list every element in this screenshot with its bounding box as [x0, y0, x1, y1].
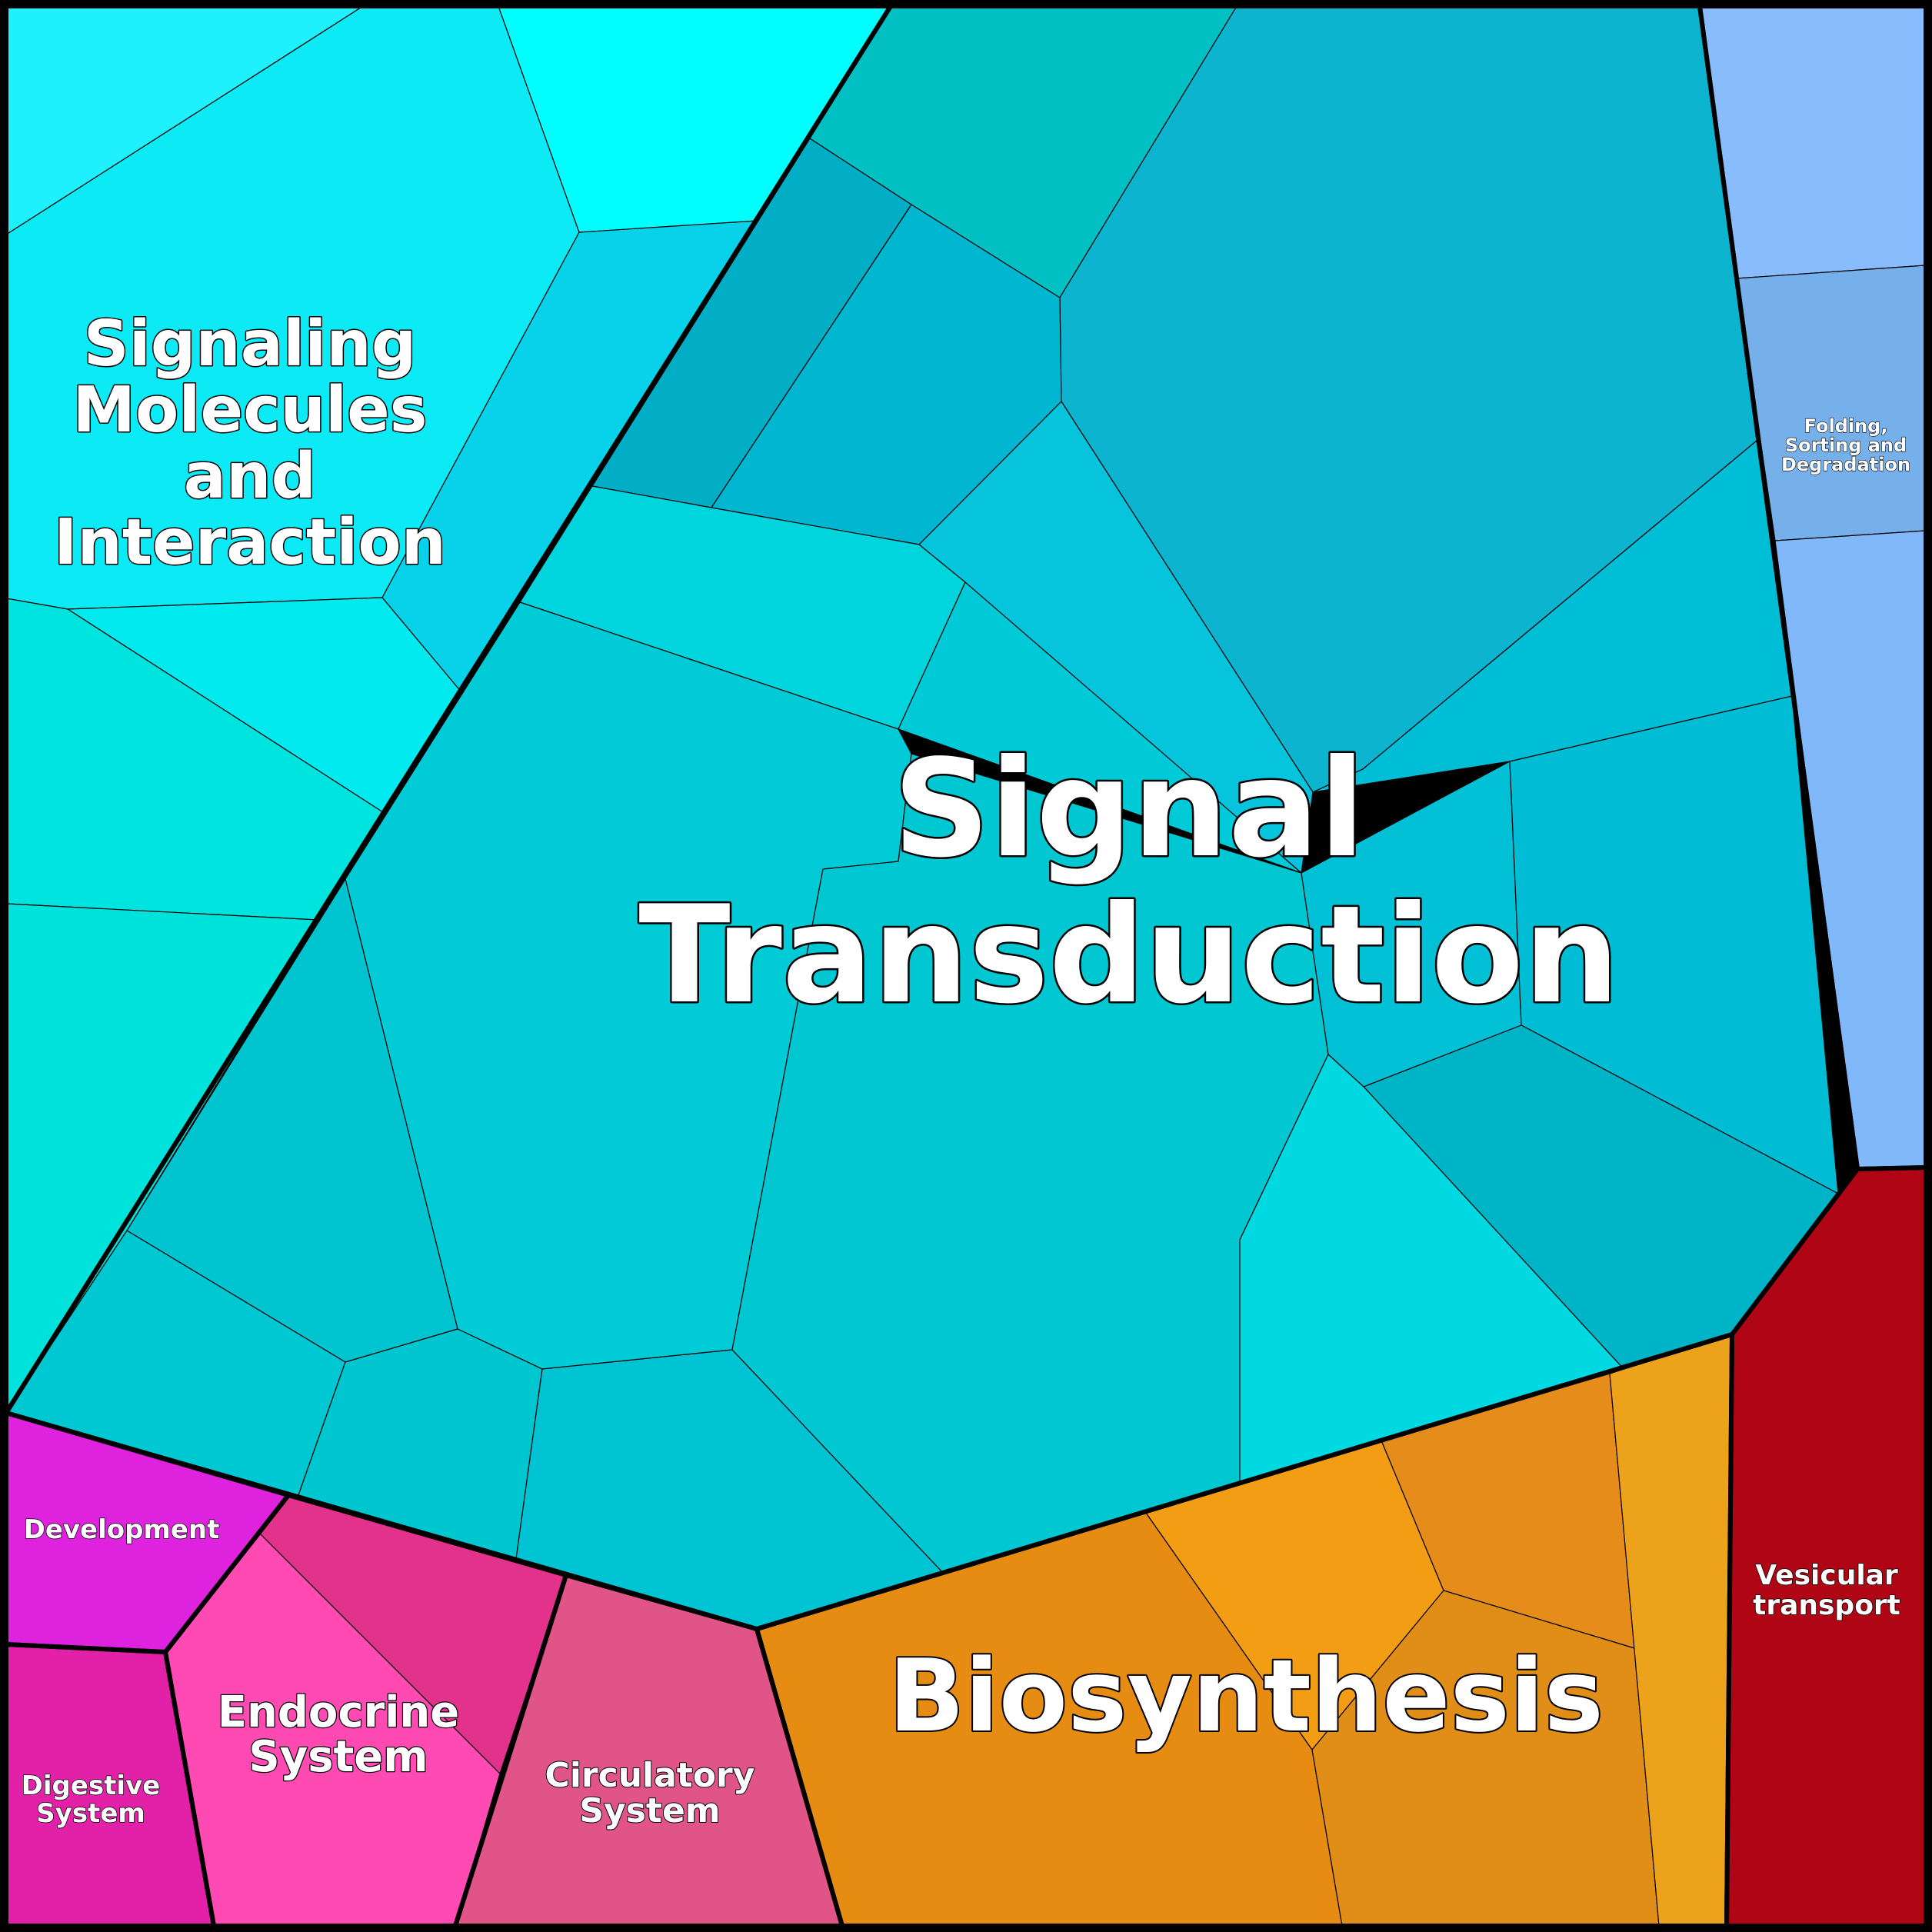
label-line: Signaling	[84, 308, 417, 381]
cell-signal-transduction-14	[898, 581, 1302, 874]
label-line: System	[579, 1791, 720, 1830]
label-line: Development	[24, 1514, 220, 1545]
label-development: Development	[24, 1514, 220, 1545]
label-line: Molecules	[72, 374, 427, 447]
label-line: Circulatory	[545, 1756, 755, 1795]
label-line: Interaction	[54, 506, 446, 579]
label-biosynthesis: Biosynthesis	[888, 1637, 1604, 1754]
label-line: Vesicular	[1755, 1560, 1898, 1591]
label-line: Signal	[893, 731, 1365, 888]
label-line: Transduction	[638, 878, 1619, 1034]
label-line: Folding,	[1804, 415, 1888, 437]
label-line: System	[36, 1798, 145, 1829]
label-line: Biosynthesis	[888, 1637, 1604, 1754]
label-line: Degradation	[1781, 454, 1910, 475]
label-line: transport	[1753, 1590, 1900, 1621]
label-line: and	[184, 440, 316, 513]
label-line: Digestive	[22, 1770, 161, 1801]
label-line: Endocrine	[218, 1687, 460, 1737]
label-line: System	[248, 1732, 428, 1782]
cell-folding-sorting-25	[1699, 5, 1927, 279]
label-line: Sorting and	[1785, 435, 1907, 456]
